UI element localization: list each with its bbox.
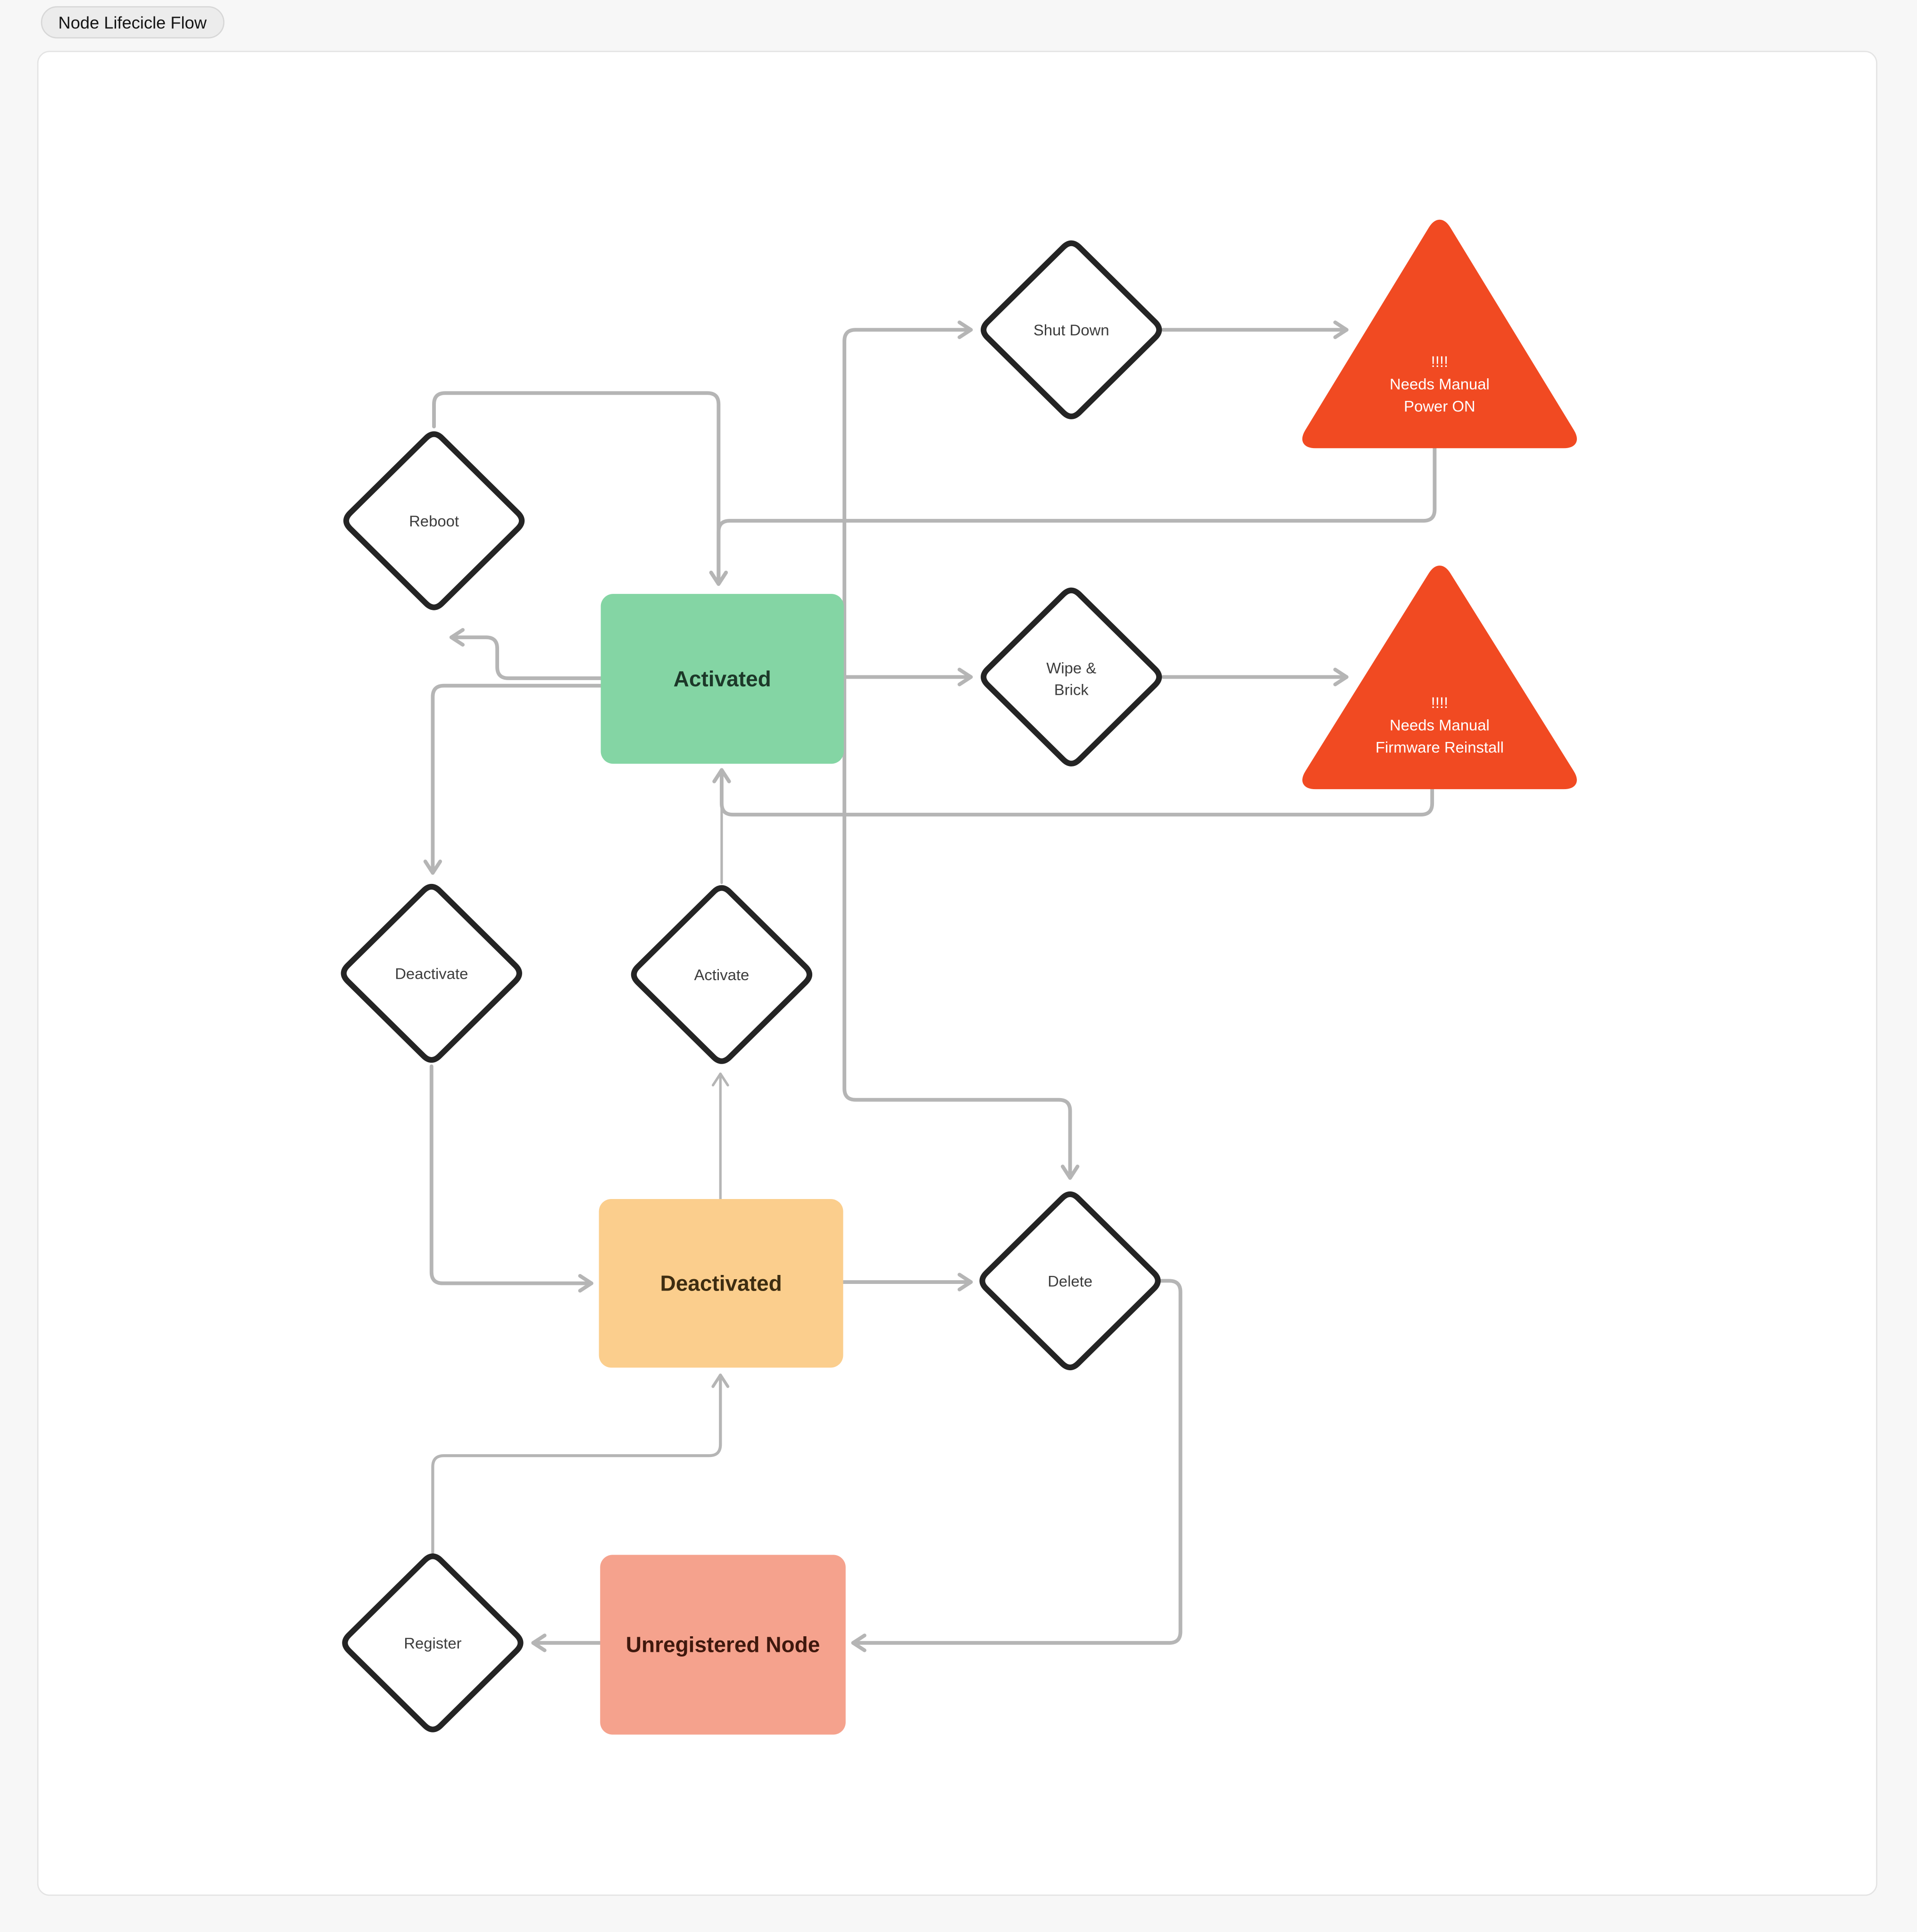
diagram-title-tab[interactable]: Node Lifecicle Flow <box>41 6 224 39</box>
edge-activated-to-delete[interactable] <box>842 676 1080 1180</box>
node-label: Shut Down <box>1034 321 1109 339</box>
arrowhead-icon <box>1333 320 1349 339</box>
node-unregistered-node[interactable]: Unregistered Node <box>600 1555 846 1735</box>
edge-delete-to-unregistered[interactable] <box>851 1279 1183 1652</box>
edge-activated-to-shut-down[interactable] <box>842 320 973 680</box>
node-label: Activated <box>674 666 771 691</box>
edge-shut-down-to-power-on[interactable] <box>1161 320 1349 339</box>
node-label: Register <box>404 1634 461 1652</box>
arrowhead-icon <box>712 768 731 783</box>
arrowhead-icon <box>709 570 728 586</box>
arrowhead-icon <box>531 1633 547 1652</box>
node-activate[interactable]: Activate <box>631 885 813 1064</box>
arrowhead-icon <box>711 1072 729 1087</box>
node-delete[interactable]: Delete <box>979 1191 1161 1371</box>
node-label: Wipe &Brick <box>1046 659 1096 698</box>
arrowhead-icon <box>851 1633 867 1652</box>
arrowhead-icon <box>958 1273 973 1291</box>
edge-unregistered-to-register[interactable] <box>531 1633 603 1652</box>
node-register[interactable]: Register <box>342 1553 524 1732</box>
node-activated[interactable]: Activated <box>600 594 844 764</box>
node-reboot[interactable]: Reboot <box>343 431 525 610</box>
node-label: Delete <box>1048 1272 1092 1290</box>
arrowhead-icon <box>578 1274 593 1293</box>
node-deactivate[interactable]: Deactivate <box>341 883 522 1063</box>
arrowhead-icon <box>958 320 973 339</box>
edge-deactivate-to-deactivated[interactable] <box>429 1064 593 1293</box>
arrowhead-icon <box>423 859 442 875</box>
edge-power-on-to-activated[interactable] <box>709 442 1437 586</box>
node-wipe-brick[interactable]: Wipe &Brick <box>981 587 1162 766</box>
edge-activated-to-wipe-brick[interactable] <box>841 667 973 686</box>
edge-firmware-to-activated[interactable] <box>712 768 1434 816</box>
edge-deactivated-to-delete[interactable] <box>841 1273 973 1291</box>
node-label: Deactivate <box>395 965 468 982</box>
node-label: Reboot <box>409 512 459 530</box>
node-deactivated[interactable]: Deactivated <box>599 1199 843 1368</box>
node-shut-down[interactable]: Shut Down <box>981 240 1162 419</box>
arrowhead-icon <box>1333 667 1349 686</box>
arrowhead-icon <box>1060 1165 1080 1180</box>
arrowhead-icon <box>711 1374 730 1388</box>
node-label: Deactivated <box>660 1271 782 1295</box>
edge-register-to-deactivated[interactable] <box>431 1374 730 1554</box>
edge-activated-to-reboot[interactable] <box>449 628 603 680</box>
edge-deactivated-to-activate[interactable] <box>711 1072 729 1200</box>
node-label: Activate <box>694 966 749 983</box>
edge-wipe-brick-to-firmware[interactable] <box>1161 667 1349 686</box>
arrowhead-icon <box>449 628 465 647</box>
arrowhead-icon <box>958 667 973 686</box>
node-label: Unregistered Node <box>626 1632 820 1657</box>
edge-activated-to-deactivate[interactable] <box>423 683 603 875</box>
